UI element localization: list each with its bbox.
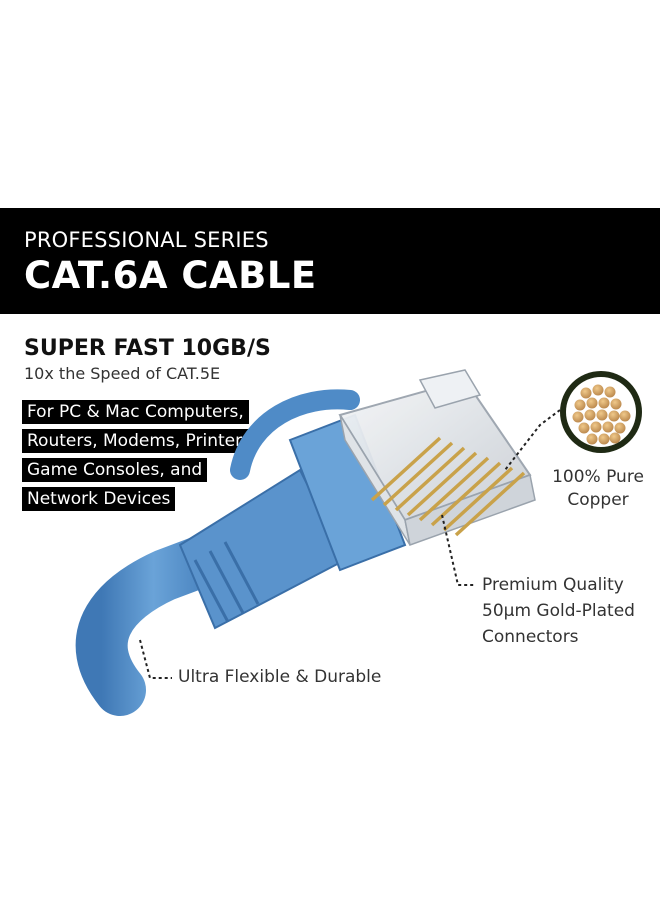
banner-subtitle: PROFESSIONAL SERIES <box>24 228 269 252</box>
feature-line: For PC & Mac Computers, <box>22 400 249 424</box>
strain-relief-boot <box>178 413 407 630</box>
gold-callout-line: 50µm Gold-Plated <box>482 601 635 621</box>
feature-line: Routers, Modems, Printers <box>22 429 256 453</box>
rj45-connector <box>338 369 536 547</box>
callout-leader-lines <box>139 409 561 679</box>
copper-callout-line: Copper <box>567 490 629 510</box>
banner-title: CAT.6A CABLE <box>24 254 317 297</box>
gold-callout-line: Connectors <box>482 627 579 647</box>
compatibility-list: For PC & Mac Computers, Routers, Modems,… <box>22 400 256 516</box>
gold-contacts <box>370 436 526 537</box>
speed-subline: 10x the Speed of CAT.5E <box>24 364 221 383</box>
feature-line: Game Consoles, and <box>22 458 208 482</box>
copper-cross-section-icon <box>560 371 642 453</box>
gold-callout-line: Premium Quality <box>482 575 624 595</box>
flex-leader <box>139 639 172 679</box>
copper-callout: 100% Pure Copper <box>548 466 648 512</box>
copper-leader <box>504 409 561 471</box>
speed-headline: SUPER FAST 10GB/S <box>24 336 271 361</box>
title-banner: PROFESSIONAL SERIES CAT.6A CABLE <box>0 208 660 314</box>
copper-callout-line: 100% Pure <box>552 467 644 487</box>
cable-jacket <box>75 534 231 716</box>
flexible-callout: Ultra Flexible & Durable <box>178 667 382 687</box>
feature-line: Network Devices <box>22 487 176 511</box>
gold-plated-callout: Premium Quality 50µm Gold-Plated Connect… <box>482 572 635 650</box>
cable-loop <box>230 389 360 480</box>
